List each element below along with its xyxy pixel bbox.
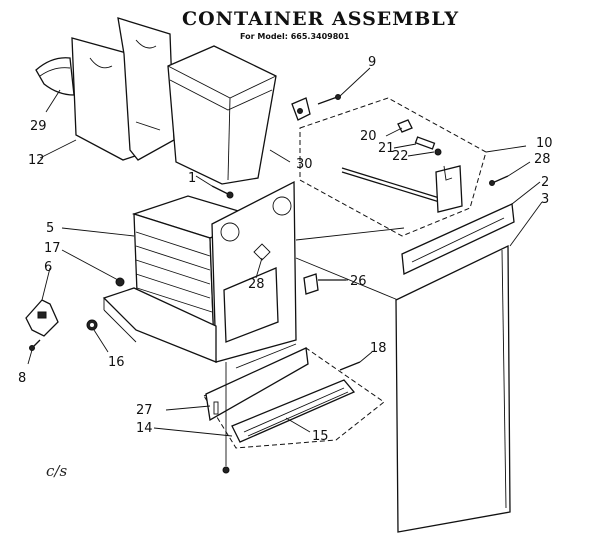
part-8-screw (29, 339, 41, 351)
part-9-bracket (291, 94, 341, 121)
callout-28-left: 28 (248, 277, 265, 292)
leader-frame-to-door-2 (295, 257, 399, 301)
rod-assembly-outline (299, 97, 487, 237)
base-tray (102, 287, 217, 363)
diagram-title: CONTAINER ASSEMBLY (182, 8, 460, 30)
leader-frame-to-door (295, 227, 405, 241)
part-30-container-bucket (167, 45, 277, 185)
callout-5: 5 (46, 221, 54, 236)
callout-2: 2 (541, 175, 549, 190)
callout-14: 14 (136, 421, 153, 436)
part-6-hinge (25, 299, 59, 337)
callout-8: 8 (18, 371, 26, 386)
bottom-screw (222, 362, 230, 474)
callout-15: 15 (312, 429, 329, 444)
callout-1: 1 (188, 171, 196, 186)
callout-labels: 1 2 3 5 6 8 9 10 12 14 15 16 17 18 20 21… (18, 55, 553, 444)
part-1-screw (211, 185, 234, 199)
callout-leaders (27, 67, 543, 437)
callout-17: 17 (44, 241, 61, 256)
part-12-liner-panels (71, 17, 175, 161)
callout-22: 22 (392, 149, 409, 164)
callout-9: 9 (368, 55, 376, 70)
part-18-screw (339, 361, 361, 371)
callout-27: 27 (136, 403, 153, 418)
callout-21: 21 (378, 141, 395, 156)
rod-assembly (341, 119, 463, 213)
part-3-door-panel (395, 244, 511, 533)
callout-16: 16 (108, 355, 125, 370)
part-16-nut (86, 319, 98, 331)
callout-3: 3 (541, 192, 549, 207)
callout-28-right: 28 (534, 152, 551, 167)
part-29-scoop (35, 57, 75, 96)
callout-26: 26 (350, 274, 367, 289)
callout-30: 30 (296, 157, 313, 172)
callout-10: 10 (536, 136, 553, 151)
front-frame (211, 180, 297, 363)
part-28-screw-right (489, 175, 509, 186)
callout-29: 29 (30, 119, 47, 134)
part-26-bracket (303, 273, 346, 295)
callout-12: 12 (28, 153, 45, 168)
callout-18: 18 (370, 341, 387, 356)
part-2-top-panel (401, 203, 515, 275)
part-27-kick-plate (205, 343, 309, 422)
callout-6: 6 (44, 260, 52, 275)
part-15-slide-rail (231, 379, 356, 443)
bottom-assembly-outline (203, 347, 385, 449)
callout-20: 20 (360, 129, 377, 144)
handwritten-note: c/s (46, 462, 68, 480)
model-number: For Model: 665.3409801 (240, 32, 350, 41)
